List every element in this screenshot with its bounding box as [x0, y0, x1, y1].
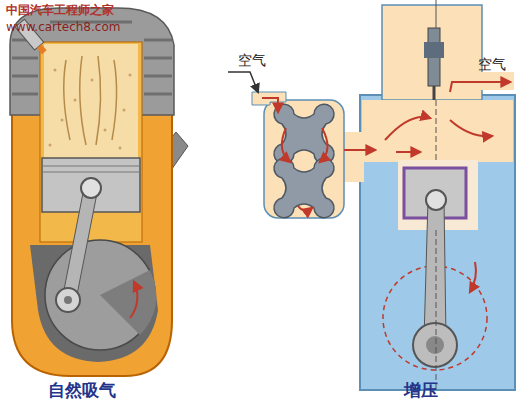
- engine-caption: 增压: [404, 381, 438, 401]
- watermark: www.cartech8.com: [6, 21, 120, 35]
- watermark: 中国汽车工程师之家: [6, 4, 114, 18]
- na-engine: [10, 8, 188, 376]
- air-label: 空气: [238, 52, 266, 68]
- supercharged-engine: [228, 0, 515, 392]
- engine-caption: 自然吸气: [48, 381, 116, 401]
- air-label: 空气: [478, 56, 506, 72]
